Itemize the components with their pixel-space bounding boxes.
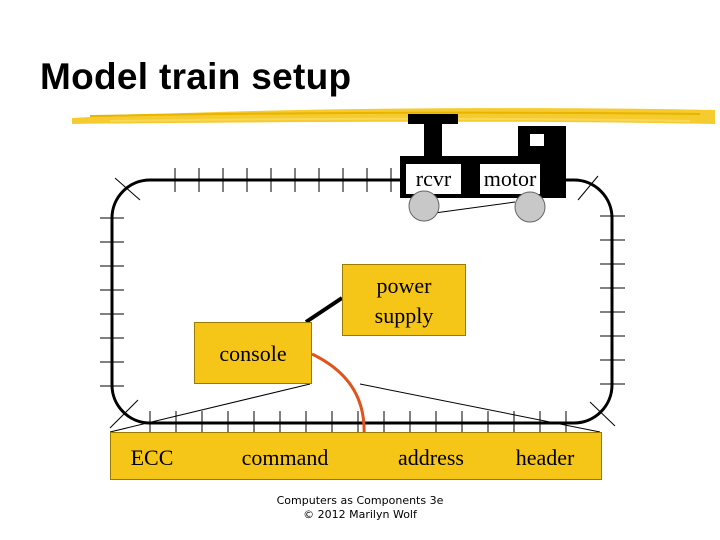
footer-line2: © 2012 Marilyn Wolf xyxy=(303,508,417,521)
packet-field-address: address xyxy=(398,445,464,470)
front-wheel xyxy=(408,190,440,222)
receiver-box xyxy=(406,164,461,194)
footer: Computers as Components 3e © 2012 Marily… xyxy=(250,494,470,522)
receiver-label: rcvr xyxy=(415,166,452,191)
train-engine xyxy=(400,114,566,223)
power-supply-box: power supply xyxy=(342,264,466,336)
packet-bar: ECC command address header xyxy=(110,432,602,480)
title-underline xyxy=(72,108,715,124)
packet-field-header: header xyxy=(515,445,575,470)
smokestack xyxy=(408,114,458,124)
track-ties xyxy=(100,168,625,435)
track-corner-ties xyxy=(109,175,616,429)
power-wire xyxy=(304,296,344,324)
cab-window xyxy=(530,134,544,146)
motor-label: motor xyxy=(483,166,537,191)
footer-line1: Computers as Components 3e xyxy=(276,494,444,507)
packet-field-command: command xyxy=(241,445,329,470)
packet-expansion-lines xyxy=(109,383,601,433)
packet-field-ecc: ECC xyxy=(130,445,174,470)
smokestack-neck xyxy=(424,122,442,156)
power-supply-label-line2: supply xyxy=(374,303,434,328)
console-command-wire xyxy=(311,352,366,437)
console-label: console xyxy=(219,341,287,366)
power-supply-label-line1: power xyxy=(376,273,432,298)
rear-wheel xyxy=(514,191,546,223)
motor-box xyxy=(480,164,540,194)
slide-title: Model train setup xyxy=(40,56,352,97)
console-box: console xyxy=(194,322,312,384)
track-loop xyxy=(110,178,614,425)
